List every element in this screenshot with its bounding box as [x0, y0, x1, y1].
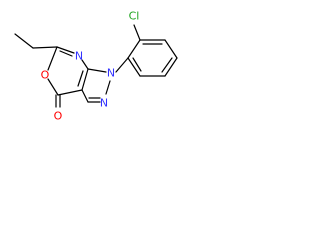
- phenyl-bond-4-inner: [161, 57, 173, 73]
- n2-atom-label: N: [100, 97, 108, 110]
- c2-n3-double: [59, 50, 73, 57]
- n1-n2-bond: [105, 80, 111, 95]
- c7a-n1-bond: [87, 68, 107, 73]
- phenyl-bond-6: [127, 57, 141, 77]
- n1-phenyl-bond: [115, 57, 129, 73]
- o-ring-atom-label: O: [41, 69, 50, 82]
- phenyl-bond-6-inner: [132, 57, 142, 72]
- c4a-c7a-bond: [81, 68, 89, 91]
- n1-atom-label: N: [107, 67, 115, 80]
- phenyl-bond-3: [164, 39, 178, 59]
- phenyl-bond-4: [164, 57, 178, 77]
- cl-atom-label: Cl: [129, 10, 140, 23]
- ethyl-bond-1: [14, 33, 34, 49]
- molecule-canvas: Cl N N N O O: [0, 0, 204, 135]
- o1-c4-bond: [47, 78, 59, 96]
- o-carbonyl-atom-label: O: [54, 110, 63, 123]
- c2-o1-bond: [47, 46, 58, 71]
- c-cl-bond: [133, 24, 141, 41]
- ethyl-bond-2: [32, 46, 58, 49]
- c4a-c7a-double: [77, 70, 84, 87]
- c3-c4a-bond: [81, 89, 89, 103]
- n3-c7a-bond: [81, 59, 89, 70]
- c2-n3-bond: [56, 46, 75, 54]
- n-ring-atom-label: N: [75, 50, 83, 63]
- chemical-structure: Cl N N N O O: [14, 10, 178, 123]
- phenyl-bond-1: [127, 39, 141, 59]
- c4-c4a-bond: [57, 89, 83, 96]
